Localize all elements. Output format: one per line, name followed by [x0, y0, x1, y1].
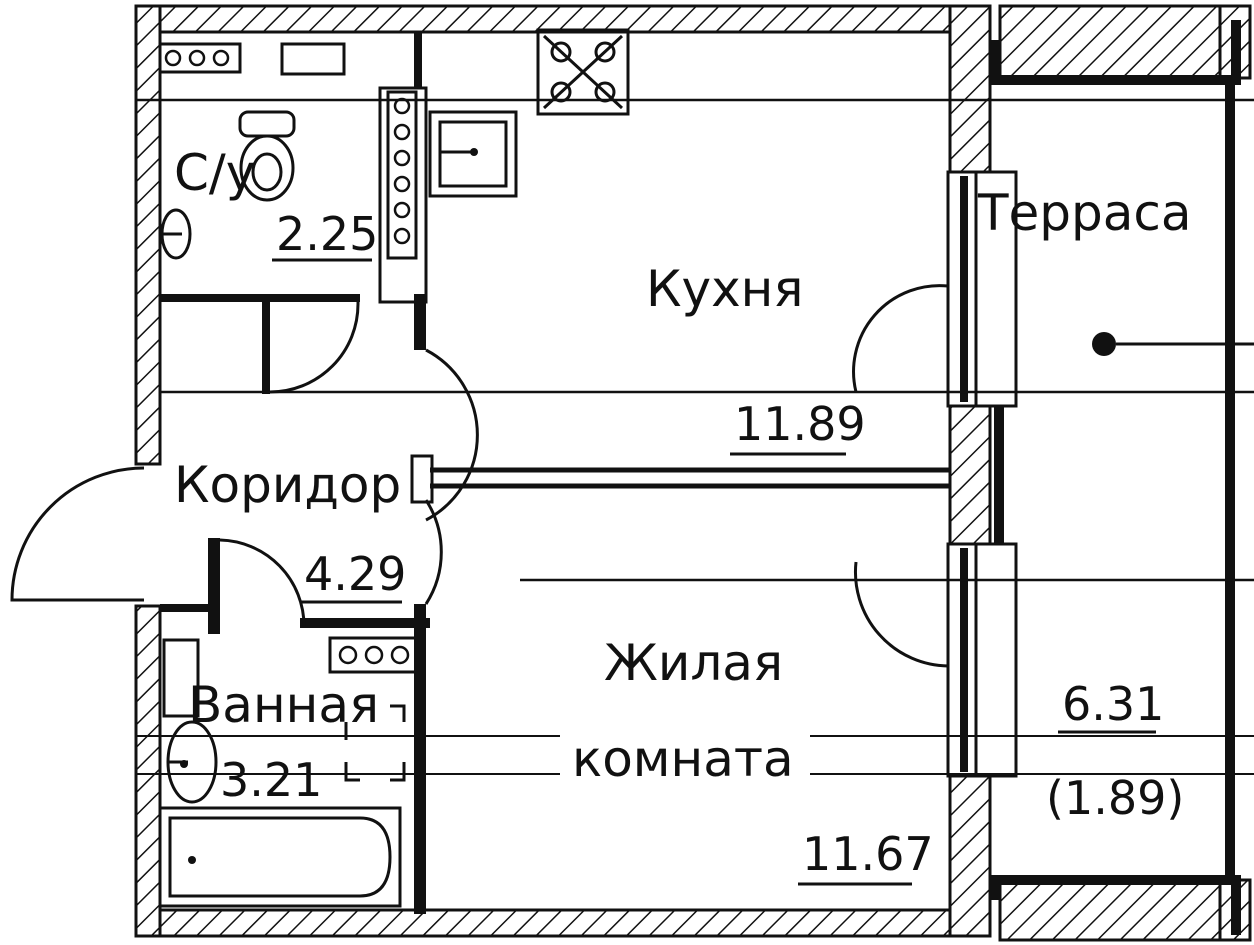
- corridor-name: Коридор: [174, 456, 401, 514]
- terrace-bottom-block: [998, 876, 1222, 942]
- door-bathroom: [219, 538, 306, 627]
- door-kitchen: [425, 348, 479, 522]
- doors: [10, 284, 949, 668]
- kitchen-sink-icon: [428, 110, 518, 198]
- partition-bathroom-living: [414, 604, 426, 914]
- bathroom-cabinet-icon: [162, 638, 200, 718]
- partition-corridor-bathroom: [208, 538, 220, 634]
- terrace-area-reduced: (1.89): [1046, 771, 1184, 825]
- bathroom-name: Ванная: [188, 676, 379, 734]
- corridor-area: 4.29: [304, 547, 406, 601]
- terrace-name: Терраса: [977, 184, 1192, 242]
- bottom-wall: [158, 908, 952, 938]
- shower-marks: [344, 704, 406, 782]
- kitchen-name: Кухня: [646, 260, 803, 318]
- wc-basin-icon: [160, 208, 192, 260]
- living-room-name-line2: комната: [572, 730, 794, 788]
- door-terrace-living: [853, 561, 949, 668]
- corridor-radiator-icon: [328, 636, 420, 674]
- kitchen-area: 11.89: [734, 397, 866, 451]
- terrace-frame-top: [991, 20, 1241, 85]
- partition-wc-corridor: [160, 294, 360, 302]
- radiator-icon: [386, 90, 418, 260]
- bathtub-icon: [158, 806, 402, 908]
- cabinet-icon: [280, 42, 346, 76]
- walls: [134, 4, 1252, 942]
- fixtures: [158, 28, 1254, 908]
- living-room-name-line1: Жилая: [604, 634, 783, 692]
- stove-icon: [536, 28, 630, 116]
- terrace-top-block: [998, 4, 1222, 80]
- door-terrace: [852, 284, 949, 393]
- left-wall-upper: [134, 4, 162, 466]
- terrace-area: 6.31: [1062, 677, 1164, 731]
- door-wc: [269, 303, 360, 394]
- room-labels: С/у 2.25 Кухня 11.89 Терраса 6.31 (1.89)…: [174, 144, 1192, 886]
- wc-radiator-icon: [158, 42, 242, 74]
- grid-lines: [136, 98, 1254, 775]
- top-wall: [158, 4, 952, 34]
- left-wall-lower: [134, 604, 162, 938]
- bathroom-sink-icon: [166, 720, 218, 804]
- facade-wall: [948, 4, 992, 938]
- terrace-frame-bottom: [991, 875, 1241, 935]
- terrace-drain-icon: [1092, 332, 1254, 356]
- door-living-room: [424, 499, 443, 605]
- wc-name: С/у: [174, 144, 255, 202]
- entrance-door: [10, 466, 145, 602]
- bathroom-area: 3.21: [220, 753, 322, 807]
- wc-area: 2.25: [276, 207, 378, 261]
- living-room-area: 11.67: [802, 827, 934, 881]
- toilet-icon: [238, 110, 296, 202]
